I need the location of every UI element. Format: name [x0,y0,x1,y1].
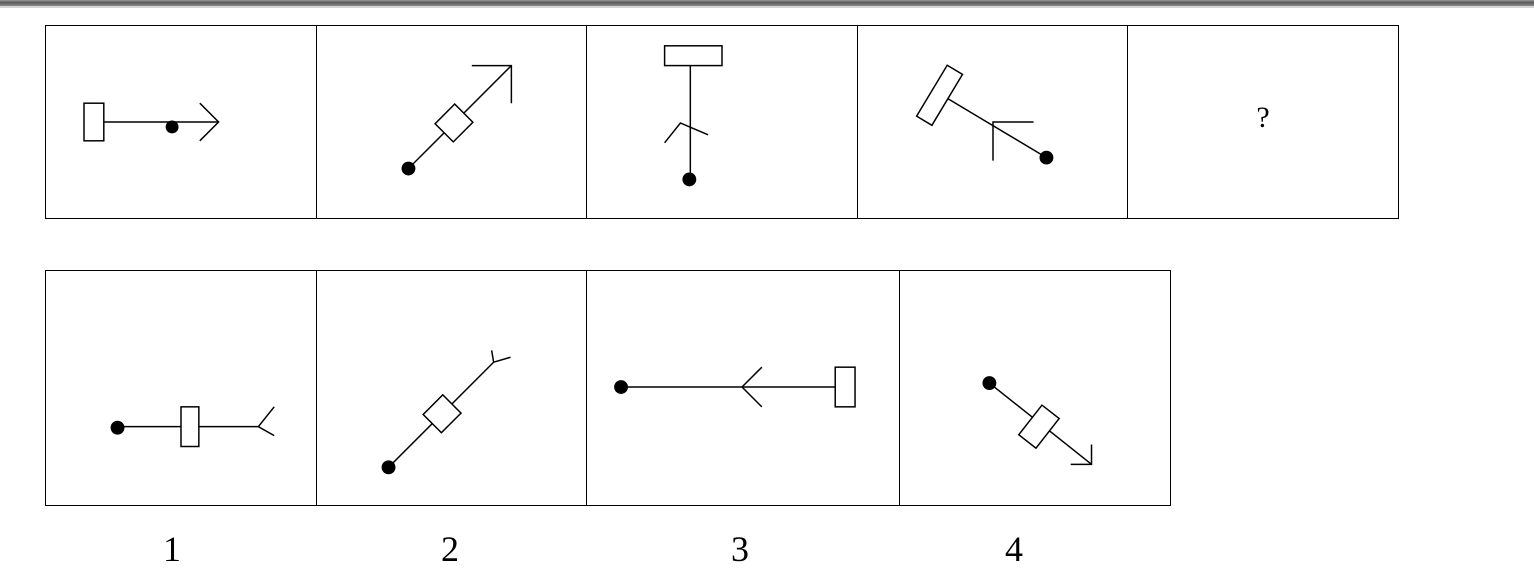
sequence-cell-4 [856,25,1129,219]
option-1-label: 1 [163,529,181,569]
sequence-cell-2 [315,25,588,219]
options-row [45,270,1171,506]
option-3-label: 3 [731,529,749,569]
option-cell-3[interactable] [586,270,900,506]
arrow-up-right-figure-icon [401,64,512,176]
window-top-bar [0,0,1534,8]
option-4-label: 4 [1005,529,1023,569]
option-2-label: 2 [441,529,459,569]
arrow-down-right-figure-icon [915,64,1053,165]
sequence-cell-1 [45,25,317,219]
option-2-figure-icon [381,350,511,475]
option-1-figure-icon [110,406,275,448]
sequence-cell-3 [586,25,858,219]
arrow-right-figure-icon [83,102,220,142]
sequence-row: ? [45,25,1399,219]
option-cell-2[interactable] [315,270,588,506]
option-4-figure-icon [981,376,1092,466]
option-cell-1[interactable] [45,270,317,506]
question-mark: ? [1256,101,1270,134]
option-cell-4[interactable] [898,270,1171,506]
sequence-cell-unknown: ? [1127,25,1399,219]
arrow-down-figure-icon [663,45,723,187]
option-3-figure-icon [614,366,856,408]
